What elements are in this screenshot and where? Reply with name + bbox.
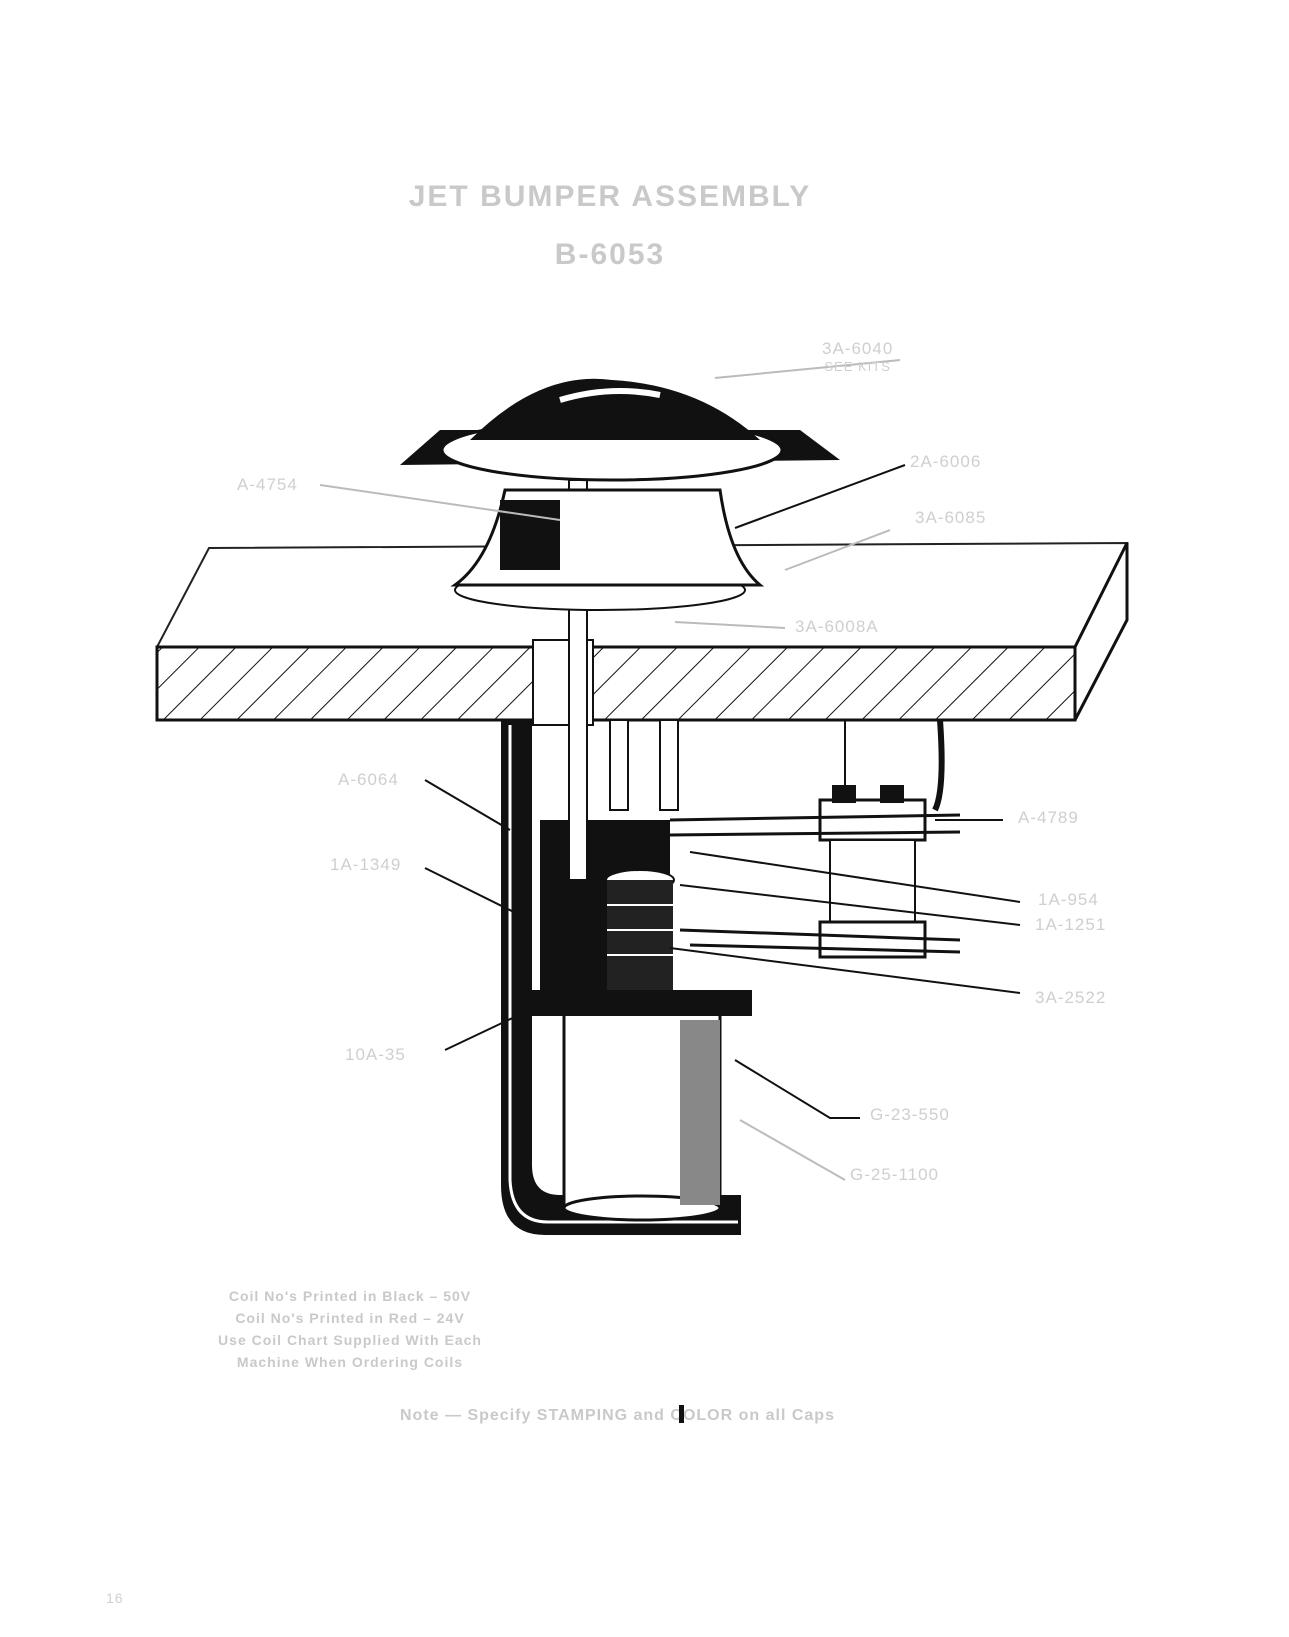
switch-assembly [669,719,961,959]
coil-bracket [501,720,741,1235]
print-mark [679,1405,684,1423]
label-skirt: 3A-6085 [915,508,987,527]
coil-note-line: Use Coil Chart Supplied With Each [218,1332,482,1348]
label-spring: 1A-1349 [330,855,402,874]
label-switch-a: 1A-954 [1038,890,1099,909]
label-coil-b: G-25-1100 [850,1165,940,1184]
label-cap: 3A-6040 SEE KITS [822,340,893,376]
label-rod: A-4754 [237,475,298,494]
label-switch-c: 3A-2522 [1035,988,1107,1007]
leader-lines [319,359,1021,1181]
label-bracket: A-6064 [338,770,399,789]
label-cap-kits: SEE KITS [824,359,891,374]
assembly-number: B-6053 [554,238,666,271]
page-title: JET BUMPER ASSEMBLY [408,180,812,213]
caps-note: Note — Specify STAMPING and COLOR on all… [400,1407,835,1424]
bumper-cap [400,378,840,611]
coil [532,990,752,1222]
page-number: 16 [106,1590,124,1606]
label-base-plate: 3A-6008A [795,617,879,636]
coil-note-line: Machine When Ordering Coils [236,1354,464,1370]
coil-note-line: Coil No's Printed in Black – 50V [228,1288,472,1304]
label-cap-part: 3A-6040 [822,339,894,358]
label-coil-a: G-23-550 [870,1105,950,1124]
label-switch-b: 1A-1251 [1035,915,1107,934]
coil-note-line: Coil No's Printed in Red – 24V [235,1310,465,1326]
label-body: 2A-6006 [910,452,982,471]
label-plunger: 10A-35 [345,1045,406,1064]
plunger-spring [540,820,675,990]
label-switch-bracket: A-4789 [1018,808,1079,827]
coil-notes: Coil No's Printed in Black – 50V Coil No… [165,1285,535,1373]
